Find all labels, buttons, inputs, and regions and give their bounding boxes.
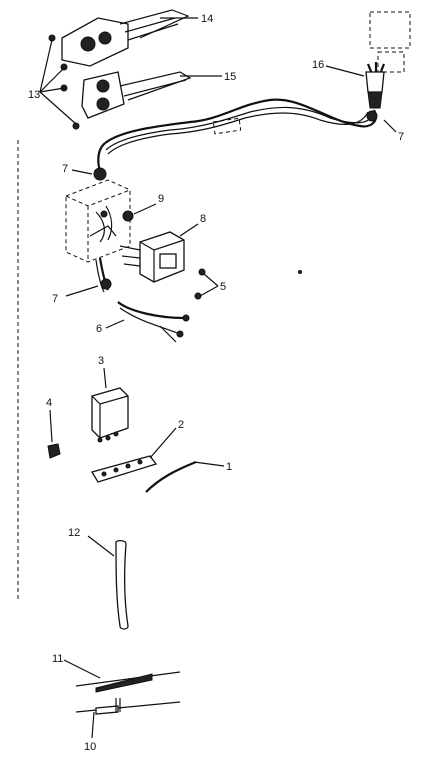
stray-dot [298,270,302,274]
callout-3: 3 [98,355,104,367]
screw-13d [72,122,80,130]
junction-box [65,179,131,263]
part-9-wire-nut [122,210,134,222]
part-6-wire-lead [117,301,190,343]
part-2-terminal-strip [91,455,158,483]
part-15-receptacle [81,71,192,119]
part-4-bushing [47,443,61,459]
screw-13b [60,63,68,71]
part-12-tubing [115,540,129,630]
callout-15: 15 [224,71,236,83]
part-8-relay [119,231,185,283]
part-11-line [75,671,181,693]
callout-1: 1 [226,461,232,473]
callout-12: 12 [68,527,80,539]
dashed-label-a [369,11,411,49]
callout-5: 5 [220,281,226,293]
callout-7-top: 7 [62,163,68,175]
callout-7-bottom: 7 [52,293,58,305]
callout-14: 14 [201,13,213,25]
part-16-power-cord [365,62,386,109]
wire-harness [97,98,378,173]
screw-5a [198,268,206,276]
part-14-receptacle [61,9,190,67]
callout-7-right: 7 [398,131,404,143]
callout-4: 4 [46,397,52,409]
callout-6: 6 [96,323,102,335]
lower-harness [95,257,112,293]
callout-8: 8 [200,213,206,225]
callout-11: 11 [52,653,63,665]
dashed-label-b [377,51,405,73]
callout-9: 9 [158,193,164,205]
grommet-7-top [93,167,107,181]
callout-13: 13 [28,89,40,101]
callout-10: 10 [84,741,96,753]
part-3-capacitor [91,387,129,443]
callout-2: 2 [178,419,184,431]
callout-16: 16 [312,59,324,71]
part-1-wire [145,460,197,493]
part-10-tee [75,698,181,715]
